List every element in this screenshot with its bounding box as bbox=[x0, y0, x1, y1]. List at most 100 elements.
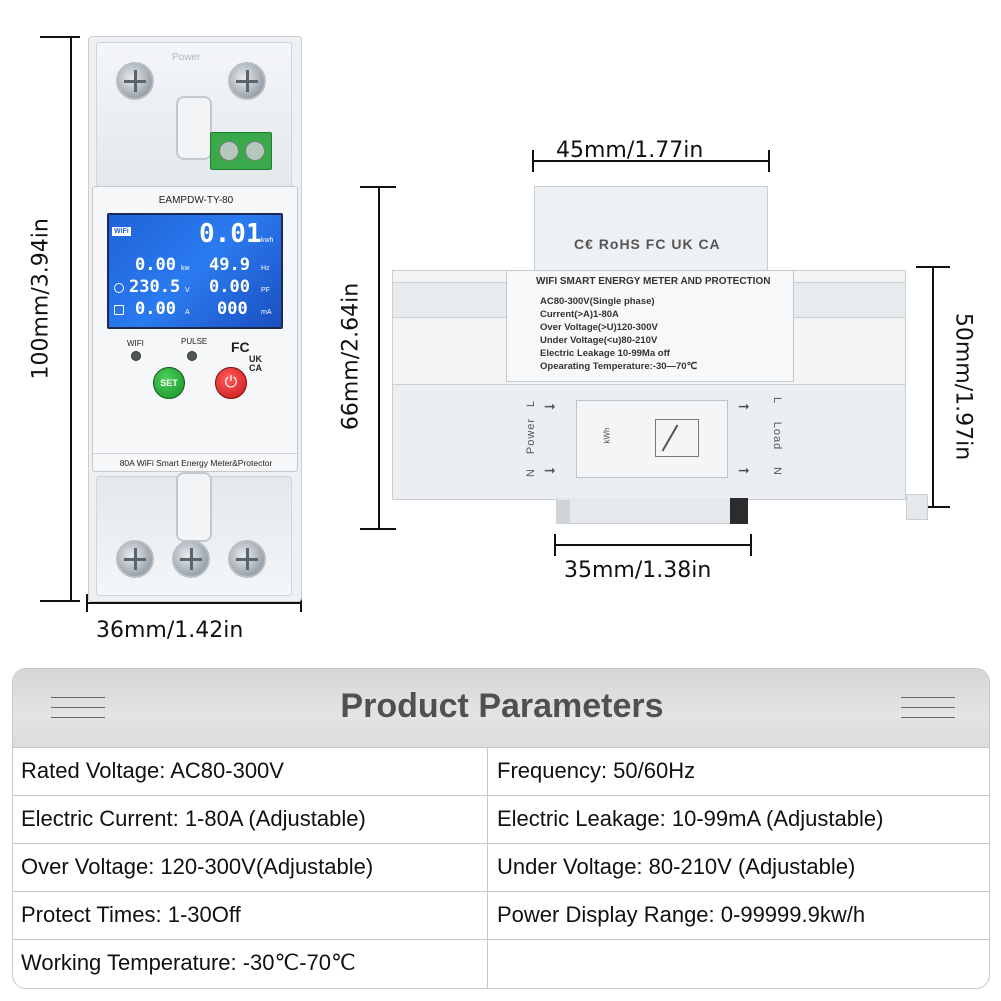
table-cell: Frequency: 50/60Hz bbox=[497, 758, 696, 783]
set-button[interactable]: SET bbox=[153, 367, 185, 399]
table-row: Rated Voltage: AC80-300V Frequency: 50/6… bbox=[13, 747, 989, 795]
front-top-label: Power bbox=[172, 52, 201, 63]
front-width-cap-right bbox=[300, 594, 302, 612]
side-cert-marks: C€ RoHS FC UK CA bbox=[574, 236, 721, 252]
table-cell: Power Display Range: 0-99999.9kw/h bbox=[497, 902, 866, 927]
green-terminal bbox=[210, 132, 272, 170]
side-top-width-cap-right bbox=[768, 150, 770, 172]
screw-icon bbox=[219, 141, 239, 161]
front-height-label: 100mm/3.94in bbox=[28, 218, 54, 380]
side-din-foot bbox=[556, 498, 732, 524]
table-cell: Under Voltage: 80-210V (Adjustable) bbox=[497, 854, 856, 879]
spec-title: WIFI SMART ENERGY METER AND PROTECTION bbox=[536, 276, 771, 287]
side-height-label: 66mm/2.64in bbox=[338, 282, 364, 431]
lcd-leakage-unit: mA bbox=[261, 309, 272, 316]
front-width-label: 36mm/1.42in bbox=[96, 618, 244, 643]
table-cell: Electric Current: 1-80A (Adjustable) bbox=[21, 806, 366, 831]
front-bottom-clip bbox=[176, 472, 212, 542]
lcd-current-value: 0.00 bbox=[135, 299, 176, 319]
lcd-energy-unit: kwh bbox=[261, 237, 274, 244]
table-cell bbox=[497, 940, 989, 988]
side-spec-label bbox=[506, 270, 794, 382]
table-cell: Working Temperature: -30℃-70℃ bbox=[21, 950, 356, 975]
lcd-frequency-value: 49.9 bbox=[209, 255, 250, 275]
side-device-top bbox=[534, 186, 768, 272]
front-width-cap-left bbox=[86, 594, 88, 612]
params-title: Product Parameters bbox=[340, 687, 664, 725]
led-pulse-label: PULSE bbox=[181, 337, 208, 346]
side-power-l: L bbox=[525, 399, 537, 407]
screw-icon bbox=[172, 540, 210, 578]
side-power-label: Power bbox=[525, 417, 537, 455]
cert-fc-mark: FC bbox=[231, 339, 250, 355]
front-faceplate: EAMPDW-TY-80 WiFi 0.01 kwh 0.00 kw 49.9 … bbox=[92, 186, 299, 472]
spec-line: Electric Leakage 10-99Ma off bbox=[540, 348, 670, 359]
screw-icon bbox=[245, 141, 265, 161]
lcd-voltage-unit: V bbox=[185, 287, 190, 294]
lcd-frequency-unit: Hz bbox=[261, 265, 270, 272]
side-bottom-width-cap-right bbox=[750, 534, 752, 556]
lcd-power-unit: kw bbox=[181, 265, 190, 272]
spec-line: AC80-300V(Single phase) bbox=[540, 296, 655, 307]
front-top-clip bbox=[176, 96, 212, 160]
led-pulse-indicator bbox=[187, 351, 197, 361]
screw-icon bbox=[116, 62, 154, 100]
kwh-label: kWh bbox=[602, 427, 612, 444]
menu-lines-icon bbox=[51, 697, 105, 719]
side-clip-right bbox=[790, 282, 906, 318]
side-height-cap-bottom bbox=[360, 528, 396, 530]
lcd-current-unit: A bbox=[185, 309, 190, 316]
front-height-line bbox=[70, 36, 72, 602]
lcd-energy-value: 0.01 bbox=[199, 219, 262, 249]
spec-line: Under Voltage(<u)80-210V bbox=[540, 335, 658, 346]
front-width-line bbox=[86, 602, 302, 604]
menu-lines-icon bbox=[901, 697, 955, 719]
table-row: Protect Times: 1-30Off Power Display Ran… bbox=[13, 891, 989, 939]
side-right-height-label: 50mm/1.97in bbox=[950, 312, 976, 461]
side-rail-tab bbox=[906, 494, 928, 520]
table-row: Electric Current: 1-80A (Adjustable) Ele… bbox=[13, 795, 989, 843]
front-height-cap-top bbox=[40, 36, 80, 38]
cert-ukca-mark: UK CA bbox=[249, 354, 262, 373]
table-row: Working Temperature: -30℃-70℃ bbox=[13, 939, 989, 988]
table-row: Over Voltage: 120-300V(Adjustable) Under… bbox=[13, 843, 989, 891]
power-button[interactable]: ⏻ bbox=[215, 367, 247, 399]
side-height-cap-top bbox=[360, 186, 396, 188]
front-height-cap-bottom bbox=[40, 600, 80, 602]
side-top-width-line bbox=[532, 160, 770, 162]
side-top-width-cap-left bbox=[532, 150, 534, 172]
side-height-line bbox=[378, 186, 380, 530]
params-header: Product Parameters bbox=[13, 669, 989, 747]
led-wifi-label: WIFI bbox=[127, 339, 144, 348]
hourglass-icon bbox=[114, 305, 124, 315]
side-din-clip-right bbox=[730, 498, 748, 524]
lcd-powerfactor-unit: PF bbox=[261, 287, 270, 294]
side-load-n: N bbox=[771, 467, 783, 476]
table-cell: Electric Leakage: 10-99mA (Adjustable) bbox=[497, 806, 884, 831]
side-right-height-cap-top bbox=[916, 266, 950, 268]
product-parameters-table: Product Parameters Rated Voltage: AC80-3… bbox=[12, 668, 990, 989]
led-wifi-indicator bbox=[131, 351, 141, 361]
switch-symbol-icon bbox=[655, 419, 699, 457]
wiring-diagram: kWh bbox=[576, 400, 728, 478]
side-bottom-width-label: 35mm/1.38in bbox=[564, 558, 712, 583]
side-bottom-width-cap-left bbox=[554, 534, 556, 556]
lcd-display: WiFi 0.01 kwh 0.00 kw 49.9 Hz 230.5 V 0.… bbox=[107, 213, 283, 329]
side-load-label: Load bbox=[771, 421, 783, 451]
side-din-clip-left bbox=[556, 500, 570, 524]
arrow-right-icon: ➞ bbox=[738, 462, 750, 478]
side-right-height-line bbox=[932, 266, 934, 508]
side-load-l: L bbox=[771, 397, 783, 405]
lcd-leakage-value: 000 bbox=[217, 299, 248, 319]
screw-icon bbox=[116, 540, 154, 578]
screw-icon bbox=[228, 62, 266, 100]
spec-line: Over Voltage(>U)120-300V bbox=[540, 322, 658, 333]
clock-icon bbox=[114, 283, 124, 293]
side-clip-left bbox=[392, 282, 510, 318]
lcd-wifi-tag: WiFi bbox=[112, 227, 131, 236]
front-caption: 80A WiFi Smart Energy Meter&Protector bbox=[93, 453, 299, 468]
front-device: Power EAMPDW-TY-80 WiFi 0.01 kwh 0.00 kw… bbox=[88, 36, 302, 602]
arrow-right-icon: ➞ bbox=[544, 462, 556, 478]
model-number: EAMPDW-TY-80 bbox=[158, 195, 234, 206]
table-cell: Rated Voltage: AC80-300V bbox=[21, 758, 284, 783]
